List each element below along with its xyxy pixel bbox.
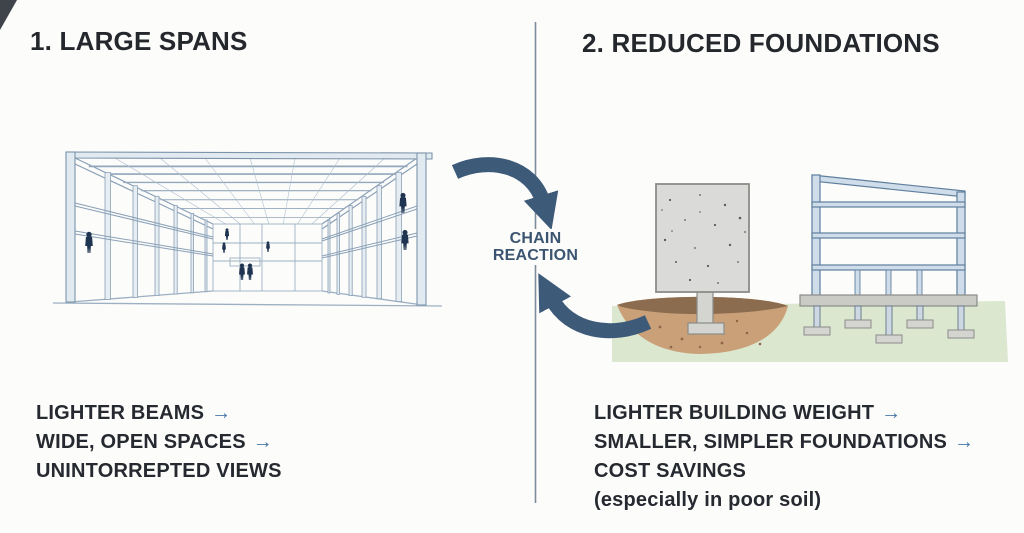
massive-foundation (655, 183, 750, 335)
right-outer-column (416, 152, 427, 306)
arrow-right-icon: → (252, 431, 273, 453)
mezzanine-rails (74, 202, 418, 259)
concrete-speckles (661, 194, 746, 284)
floor-beam (811, 232, 966, 239)
entrance-door (229, 257, 261, 267)
benefit-label: UNINTORREPTED VIEWS (36, 460, 282, 482)
benefit-row: (especially in poor soil) (594, 486, 974, 515)
large-span-interior-drawing (52, 151, 443, 307)
benefit-row: COST SAVINGS (594, 457, 974, 486)
roof-purlins (114, 157, 386, 225)
left-benefits-list: LIGHTER BEAMS → WIDE, OPEN SPACES → UNINTO… (36, 399, 289, 486)
benefit-label: LIGHTER BEAMS (36, 402, 205, 424)
right-section-title: 2. REDUCED FOUNDATIONS (582, 28, 940, 58)
benefit-row: LIGHTER BUILDING WEIGHT → (594, 399, 974, 428)
arrow-right-icon: → (954, 431, 975, 453)
left-section-title: 1. LARGE SPANS (30, 26, 248, 56)
concrete-block (655, 183, 750, 293)
benefit-label: WIDE, OPEN SPACES (36, 431, 246, 453)
benefit-label: (especially in poor soil) (594, 489, 822, 511)
left-outer-column (65, 151, 76, 303)
benefit-label: SMALLER, SIMPLER FOUNDATIONS (594, 431, 948, 453)
chain-reaction-line2: REACTION (492, 247, 579, 264)
roof-joists (88, 165, 408, 219)
front-frame (65, 151, 433, 306)
building-frame (799, 174, 978, 344)
foundation-pad (687, 322, 725, 335)
small-footings (803, 305, 975, 344)
arrow-right-icon: → (881, 402, 902, 424)
arrow-right-icon: → (211, 402, 232, 424)
corner-artifact (0, 0, 17, 30)
floor-beam (811, 201, 966, 208)
benefit-row: SMALLER, SIMPLER FOUNDATIONS → (594, 428, 974, 457)
benefit-label: LIGHTER BUILDING WEIGHT (594, 402, 875, 424)
benefit-row: UNINTORREPTED VIEWS (36, 457, 289, 486)
chain-arrow-up-icon (538, 273, 652, 339)
chain-reaction-label: CHAIN REACTION (486, 229, 585, 265)
benefit-row: LIGHTER BEAMS → (36, 399, 289, 428)
benefit-label: COST SAVINGS (594, 460, 747, 482)
benefit-row: WIDE, OPEN SPACES → (36, 428, 289, 457)
right-benefits-list: LIGHTER BUILDING WEIGHT → SMALLER, SIMPLE… (594, 399, 974, 515)
foundation-comparison-drawing (612, 174, 1008, 362)
chain-arrow-down-icon (451, 157, 559, 230)
chain-reaction-line1: CHAIN (509, 230, 562, 247)
